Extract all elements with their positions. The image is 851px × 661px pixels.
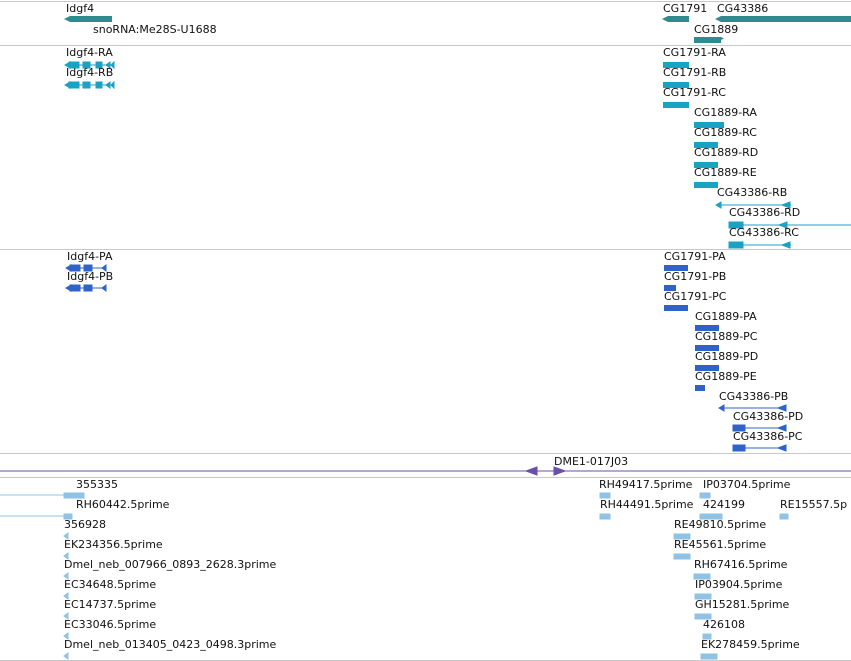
gene-label[interactable]: CG43386	[717, 2, 769, 15]
protein-label[interactable]: CG1791-PC	[664, 290, 727, 303]
protein-label[interactable]: CG43386-PD	[733, 410, 804, 423]
est-label[interactable]: GH15281.5prime	[695, 598, 790, 611]
protein-cg1791-pb[interactable]	[664, 285, 676, 291]
protein-cg1791-pc[interactable]	[664, 305, 688, 311]
est-label[interactable]: EC34648.5prime	[64, 578, 157, 591]
est-label[interactable]: RH60442.5prime	[76, 498, 170, 511]
track-divider	[0, 1, 851, 2]
protein-label[interactable]: CG1889-PE	[695, 370, 757, 383]
protein-label[interactable]: CG43386-PB	[719, 390, 789, 403]
est-label[interactable]: EC14737.5prime	[64, 598, 157, 611]
protein-label[interactable]: CG1791-PB	[664, 270, 727, 283]
transcript-cg1791-rb[interactable]	[663, 82, 689, 88]
transcript-cg1791-rc[interactable]	[663, 102, 689, 108]
gene-feature-cg1791[interactable]	[662, 16, 689, 22]
transcript-label[interactable]: CG43386-RD	[729, 206, 801, 219]
protein-cg1889-pe[interactable]	[695, 385, 705, 391]
transcript-idgf4-ra[interactable]	[64, 60, 115, 70]
gene-label[interactable]: CG1791	[663, 2, 708, 15]
est-glyphs[interactable]	[0, 492, 789, 660]
protein-idgf4-pa[interactable]	[65, 264, 107, 272]
protein-cg43386-pc[interactable]	[732, 444, 787, 452]
transcript-label[interactable]: CG43386-RC	[729, 226, 799, 239]
est-label[interactable]: RH49417.5prime	[599, 478, 693, 491]
protein-cg1889-pa[interactable]	[695, 325, 719, 331]
transcript-cg1889-re[interactable]	[694, 182, 718, 188]
transcript-cg1889-rc[interactable]	[694, 142, 718, 148]
transcript-cg43386-rb[interactable]	[715, 201, 791, 209]
protein-label[interactable]: CG1889-PD	[695, 350, 759, 363]
protein-cg43386-pd[interactable]	[732, 424, 787, 432]
transcript-cg1889-rd[interactable]	[694, 162, 718, 168]
track-divider	[0, 453, 851, 454]
protein-idgf4-pb[interactable]	[65, 284, 107, 292]
est-label[interactable]: IP03904.5prime	[695, 578, 783, 591]
protein-cg1889-pd[interactable]	[695, 365, 719, 371]
track-divider	[0, 477, 851, 478]
est-label[interactable]: Dmel_neb_013405_0423_0498.3prime	[64, 638, 277, 651]
transcript-label[interactable]: CG1791-RB	[663, 66, 727, 79]
transcript-label[interactable]: CG43386-RB	[717, 186, 788, 199]
transcript-label[interactable]: Idgf4-RA	[66, 46, 113, 59]
transcript-label[interactable]: CG1889-RA	[694, 106, 757, 119]
protein-label[interactable]: CG1791-PA	[664, 250, 726, 263]
track-divider	[0, 45, 851, 46]
gene-feature-cg43386[interactable]	[715, 16, 851, 22]
protein-cg1889-pc[interactable]	[695, 345, 719, 351]
protein-label[interactable]: Idgf4-PA	[67, 250, 113, 263]
est-label[interactable]: 356928	[64, 518, 106, 531]
transcript-label[interactable]: CG1889-RC	[694, 126, 757, 139]
est-label[interactable]: RH67416.5prime	[694, 558, 788, 571]
est-label[interactable]: RE15557.5p	[780, 498, 848, 511]
transcript-label[interactable]: CG1889-RD	[694, 146, 759, 159]
transcript-label[interactable]: Idgf4-RB	[66, 66, 114, 79]
transcript-label[interactable]: CG1791-RA	[663, 46, 726, 59]
protein-cg1791-pa[interactable]	[664, 265, 688, 271]
est-label[interactable]: 426108	[703, 618, 745, 631]
est-label[interactable]: 424199	[703, 498, 745, 511]
gene-feature-snorna[interactable]	[93, 19, 97, 22]
est-label[interactable]: EK234356.5prime	[64, 538, 163, 551]
gene-feature-cg1889[interactable]	[694, 37, 724, 43]
est-label[interactable]: RH44491.5prime	[600, 498, 694, 511]
est-label[interactable]: EK278459.5prime	[701, 638, 800, 651]
transcript-cg1791-ra[interactable]	[663, 62, 689, 68]
transcript-idgf4-rb[interactable]	[64, 80, 115, 90]
est-label[interactable]: IP03704.5prime	[703, 478, 791, 491]
est-label[interactable]: RE45561.5prime	[674, 538, 767, 551]
transcript-cg43386-rd[interactable]	[728, 221, 851, 229]
est-label[interactable]: RE49810.5prime	[674, 518, 767, 531]
transcript-label[interactable]: CG1791-RC	[663, 86, 726, 99]
gene-label[interactable]: Idgf4	[66, 2, 95, 15]
transcript-label[interactable]: CG1889-RE	[694, 166, 757, 179]
protein-label[interactable]: Idgf4-PB	[67, 270, 114, 283]
clone-dme1-017j03[interactable]	[0, 466, 851, 476]
est-label[interactable]: EC33046.5prime	[64, 618, 157, 631]
transcript-cg43386-rc[interactable]	[728, 241, 791, 249]
protein-label[interactable]: CG1889-PC	[695, 330, 758, 343]
clone-label[interactable]: DME1-017J03	[554, 455, 629, 468]
protein-cg43386-pb[interactable]	[718, 404, 787, 412]
est-label[interactable]: Dmel_neb_007966_0893_2628.3prime	[64, 558, 277, 571]
gene-label[interactable]: snoRNA:Me28S-U1688	[93, 23, 217, 36]
transcript-cg1889-ra[interactable]	[694, 122, 724, 128]
protein-label[interactable]: CG1889-PA	[695, 310, 757, 323]
gene-feature-idgf4[interactable]	[64, 16, 112, 22]
gene-label[interactable]: CG1889	[694, 23, 739, 36]
protein-label[interactable]: CG43386-PC	[733, 430, 803, 443]
est-label[interactable]: 355335	[76, 478, 118, 491]
track-divider	[0, 249, 851, 250]
